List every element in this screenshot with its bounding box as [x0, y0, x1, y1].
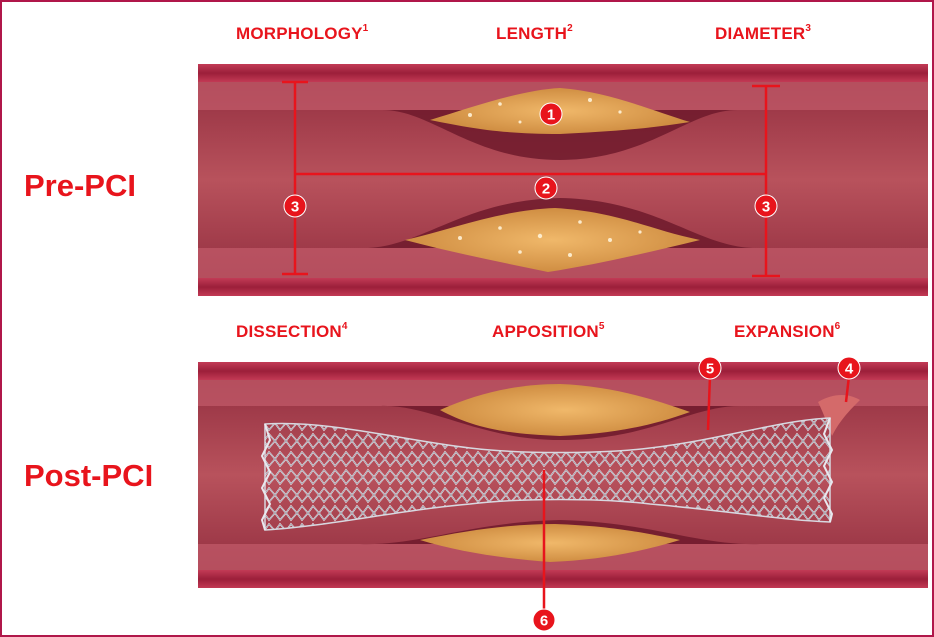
svg-text:3: 3: [291, 199, 299, 216]
badge-3-right: 3: [755, 195, 777, 217]
badge-3-left: 3: [284, 195, 306, 217]
svg-text:3: 3: [762, 199, 770, 216]
badge-5: 5: [699, 357, 721, 379]
svg-text:6: 6: [540, 613, 548, 630]
pre-pci-vessel: [198, 64, 928, 296]
post-pci-vessel: [198, 362, 928, 588]
badge-1: 1: [540, 103, 562, 125]
svg-text:1: 1: [547, 107, 555, 124]
svg-text:2: 2: [542, 181, 550, 198]
svg-text:4: 4: [845, 361, 854, 378]
badge-6: 6: [533, 609, 555, 631]
svg-text:5: 5: [706, 361, 714, 378]
badge-4: 4: [838, 357, 860, 379]
badge-2: 2: [535, 177, 557, 199]
